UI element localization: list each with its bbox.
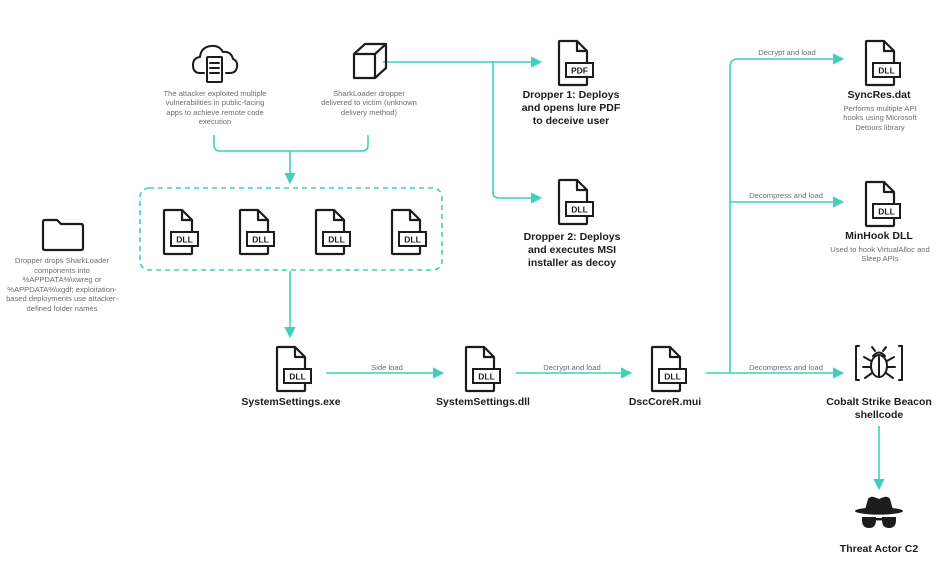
file-type-label: DLL (571, 205, 588, 215)
components-box (139, 187, 443, 271)
cloud-server-icon (191, 38, 239, 89)
edge-label-decompress-cobalt: Decompress and load (749, 363, 823, 372)
edge-dropper-merge (290, 135, 369, 152)
edge-label-decompress-minhook: Decompress and load (749, 191, 823, 200)
msi-file-icon: DLL (555, 178, 595, 231)
spy-icon (853, 495, 905, 540)
dll-file-icon: DLL (462, 345, 502, 398)
edge-branch-vertical (729, 53, 845, 373)
pdf-file-icon: PDF (555, 39, 595, 92)
folder-icon (41, 218, 85, 257)
file-type-label: DLL (252, 235, 269, 245)
file-type-label: DLL (878, 66, 895, 76)
file-type-label: DLL (478, 372, 495, 382)
component-dll-icon-2: DLL (236, 208, 276, 261)
mui-title: DscCoreR.mui (628, 396, 702, 408)
dll-title: SystemSettings.dll (436, 396, 530, 408)
c2-title: Threat Actor C2 (839, 543, 919, 555)
component-dll-icon-3: DLL (312, 208, 352, 261)
dropper-caption: SharkLoader dropper delivered to victim … (321, 89, 417, 117)
syncres-file-icon: DLL (862, 39, 902, 92)
mui-file-icon: DLL (648, 345, 688, 398)
folder-caption: Dropper drops SharkLoader components int… (6, 256, 118, 313)
syncres-title: SyncRes.dat (847, 89, 911, 101)
minhook-caption: Used to hook VirtualAlloc and Sleep APIs (830, 245, 930, 264)
edge-label-side-load: Side load (371, 363, 403, 372)
file-type-label: DLL (664, 372, 681, 382)
cloud-caption: The attacker exploited multiple vulnerab… (163, 89, 267, 127)
syncres-caption: Performs multiple API hooks using Micros… (843, 104, 917, 132)
bug-icon (854, 343, 904, 388)
edge-dropper-to-msi (492, 62, 543, 204)
edge-label-decrypt-load-mui: Decrypt and load (543, 363, 601, 372)
file-type-label: DLL (878, 207, 895, 217)
file-type-label: DLL (328, 235, 345, 245)
cube-icon (351, 41, 389, 86)
msi-dropper-title: Dropper 2: Deploys and executes MSI inst… (523, 231, 621, 269)
file-type-label: DLL (289, 372, 306, 382)
exe-title: SystemSettings.exe (241, 396, 341, 408)
edge-label-decrypt-load-syncres: Decrypt and load (758, 48, 816, 57)
file-type-label: PDF (571, 66, 588, 76)
component-dll-icon-4: DLL (388, 208, 428, 261)
minhook-file-icon: DLL (862, 180, 902, 233)
edge-cloud-merge (213, 135, 290, 152)
file-type-label: DLL (404, 235, 421, 245)
exe-file-icon: DLL (273, 345, 313, 398)
file-type-label: DLL (176, 235, 193, 245)
cobalt-title: Cobalt Strike Beacon shellcode (826, 396, 932, 421)
minhook-title: MinHook DLL (845, 230, 913, 242)
pdf-dropper-title: Dropper 1: Deploys and opens lure PDF to… (521, 89, 621, 127)
component-dll-icon-1: DLL (160, 208, 200, 261)
